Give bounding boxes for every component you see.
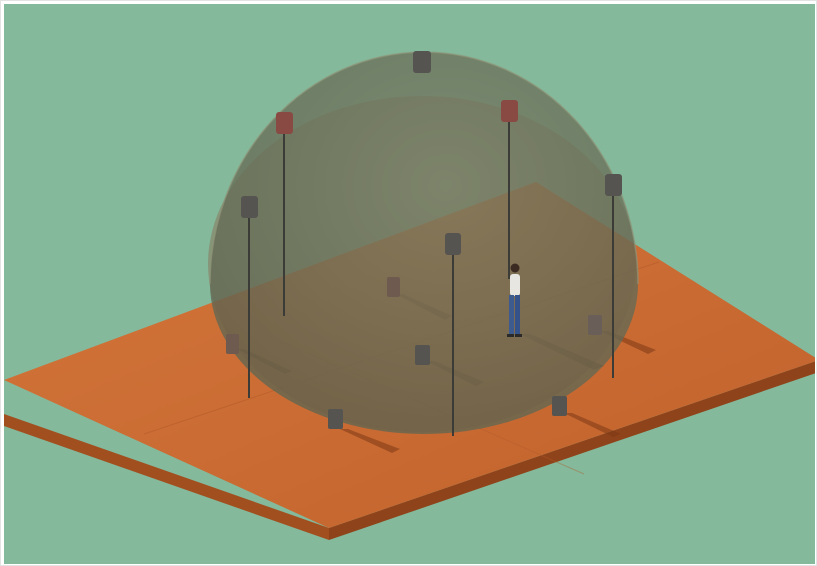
floor-speaker	[226, 334, 239, 354]
overhead-speaker	[276, 112, 293, 134]
floor-speaker	[387, 277, 400, 297]
speaker-dome-illustration	[4, 4, 815, 564]
overhead-speaker	[445, 233, 461, 255]
floor-speaker	[588, 315, 602, 335]
overhead-speaker	[501, 100, 518, 122]
overhead-speaker	[241, 196, 258, 218]
overhead-speaker	[605, 174, 622, 196]
floor-speaker	[552, 396, 567, 416]
floor-speaker	[328, 409, 343, 429]
floor-speaker	[415, 345, 430, 365]
overhead-speaker	[413, 51, 431, 73]
